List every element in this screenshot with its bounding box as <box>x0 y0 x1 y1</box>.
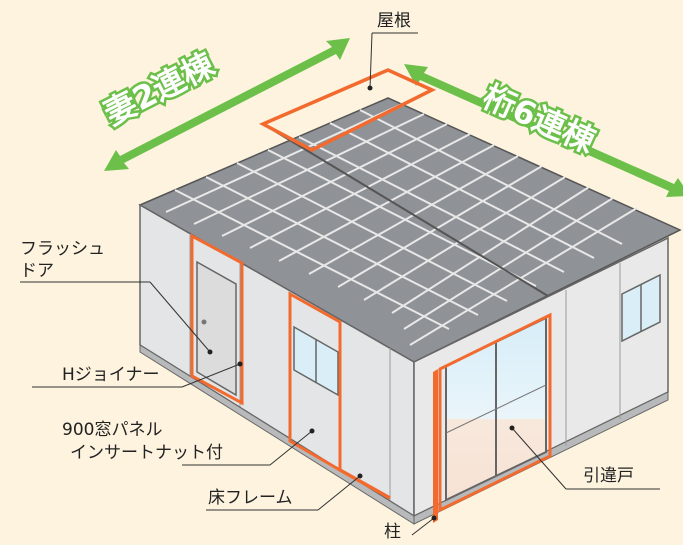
flush-door-label-line2: ドア <box>20 261 54 281</box>
flush-door <box>196 260 237 397</box>
window-panel-label-line2: インサートナット付 <box>70 443 223 463</box>
window-panel-label-line1: 900窓パネル <box>62 420 163 440</box>
sliding-door-label: 引違戸 <box>583 466 634 486</box>
h-joiner-label: Hジョイナー <box>62 365 160 385</box>
door-knob-icon <box>201 319 207 325</box>
arrow-icon <box>104 38 683 197</box>
roof-label: 屋根 <box>377 11 411 31</box>
floor-frame-label: 床フレーム <box>208 488 293 508</box>
pillar-label: 柱 <box>384 522 401 542</box>
pillar <box>433 369 438 523</box>
flush-door-label-line1: フラッシュ <box>20 239 105 259</box>
